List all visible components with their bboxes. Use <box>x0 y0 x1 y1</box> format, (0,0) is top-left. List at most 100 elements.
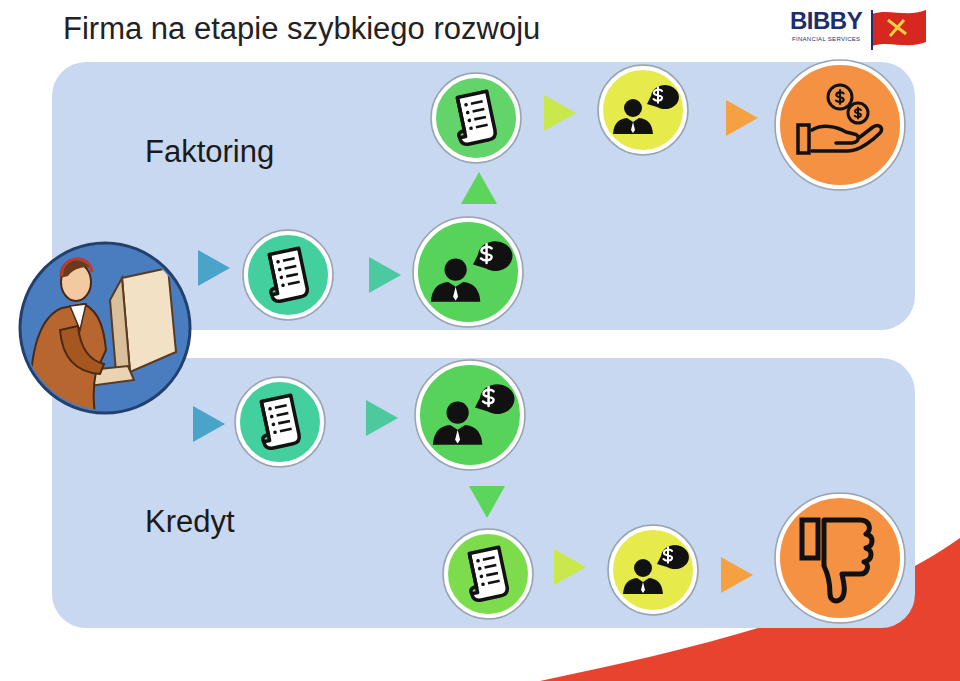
worker-hair <box>60 260 92 278</box>
thumb-hand <box>824 520 872 601</box>
monitor-side <box>110 278 130 372</box>
icon-halo <box>431 73 521 163</box>
document-bullet <box>464 103 468 107</box>
icon-halo <box>415 360 525 470</box>
person-head <box>634 559 652 577</box>
document-line <box>483 557 495 559</box>
document-icon <box>463 547 509 602</box>
person-money-icon <box>433 384 515 445</box>
icon-circle <box>611 528 695 612</box>
speech-bubble <box>647 85 679 109</box>
document-curl <box>451 97 466 137</box>
document-bullet <box>270 414 274 418</box>
speech-bubble <box>657 545 689 569</box>
document-curl <box>463 553 478 593</box>
document-page <box>263 248 308 302</box>
document-bullet <box>481 582 485 586</box>
panel-heading: Faktoring <box>145 133 274 170</box>
monitor <box>122 268 176 372</box>
dollar-symbol <box>855 107 861 118</box>
panel-heading: Kredyt <box>145 503 235 540</box>
hand-coins-icon <box>798 85 881 153</box>
logo-emblem <box>888 20 906 36</box>
flow-arrowhead <box>544 95 576 131</box>
flow-arrowhead <box>198 250 230 286</box>
person-shoulders <box>431 282 481 302</box>
person-head <box>624 99 642 117</box>
dollar-symbol <box>481 244 492 263</box>
person-shoulders <box>433 425 483 445</box>
worker-arm <box>60 326 104 374</box>
document-icon <box>451 91 497 146</box>
flow-arrowhead <box>193 406 225 442</box>
document-curl <box>255 401 270 441</box>
icon-circle <box>246 233 330 317</box>
icon-halo <box>608 525 698 615</box>
person-tie <box>631 122 635 133</box>
document-line <box>473 109 485 111</box>
document-line <box>485 565 497 567</box>
hand-outline <box>812 126 881 151</box>
document-line <box>476 125 488 127</box>
icon-halo <box>775 60 905 190</box>
document-bullet <box>467 118 471 122</box>
document-bullet <box>479 574 483 578</box>
icon-halo <box>413 217 523 327</box>
icon-circle <box>601 68 685 152</box>
document-bullet <box>276 260 280 264</box>
logo-wordmark: BIBBY <box>790 8 862 34</box>
document-line <box>278 421 290 423</box>
document-line <box>280 429 292 431</box>
person-shoulders <box>623 578 663 594</box>
document-curl <box>263 254 278 294</box>
person-head <box>444 258 466 280</box>
person-tie <box>455 430 460 444</box>
document-bullet <box>469 126 473 130</box>
document-page <box>255 395 300 449</box>
document-line <box>474 117 486 119</box>
icon-circle <box>418 363 522 467</box>
person-shoulders <box>613 118 653 134</box>
dollar-symbol <box>483 387 494 406</box>
document-line <box>488 581 500 583</box>
document-bullet <box>268 407 272 411</box>
document-line <box>275 405 287 407</box>
person-money-icon <box>613 85 679 134</box>
icon-circle <box>238 380 322 464</box>
coin <box>848 103 868 123</box>
document-bullet <box>281 283 285 287</box>
person-tie <box>453 287 458 301</box>
logo-flag <box>872 10 926 46</box>
document-line <box>285 266 297 268</box>
flow-arrowhead <box>721 557 753 593</box>
document-line <box>286 274 298 276</box>
document-bullet <box>278 267 282 271</box>
worker-body <box>30 304 106 420</box>
headset <box>62 259 92 276</box>
document-page <box>463 547 508 601</box>
document-bullet <box>478 566 482 570</box>
document-bullet <box>271 422 275 426</box>
icon-circle <box>416 220 520 324</box>
thumbs-down-icon <box>802 520 872 601</box>
document-line <box>288 282 300 284</box>
worker-shirt <box>70 304 86 330</box>
icon-halo <box>443 529 533 619</box>
dollar-symbol <box>836 90 844 104</box>
document-icon <box>255 395 301 450</box>
logo-pole <box>871 10 873 50</box>
document-line <box>471 101 483 103</box>
icon-circle <box>434 76 518 160</box>
document-icon <box>263 248 309 303</box>
icon-halo <box>243 230 333 320</box>
dollar-symbol <box>664 547 673 562</box>
coin <box>828 85 852 109</box>
icon-circle <box>778 496 902 620</box>
document-line <box>277 413 289 415</box>
hand-cuff <box>798 125 809 153</box>
document-line <box>486 573 498 575</box>
person-tie <box>641 582 645 593</box>
flow-arrowhead <box>369 257 401 293</box>
